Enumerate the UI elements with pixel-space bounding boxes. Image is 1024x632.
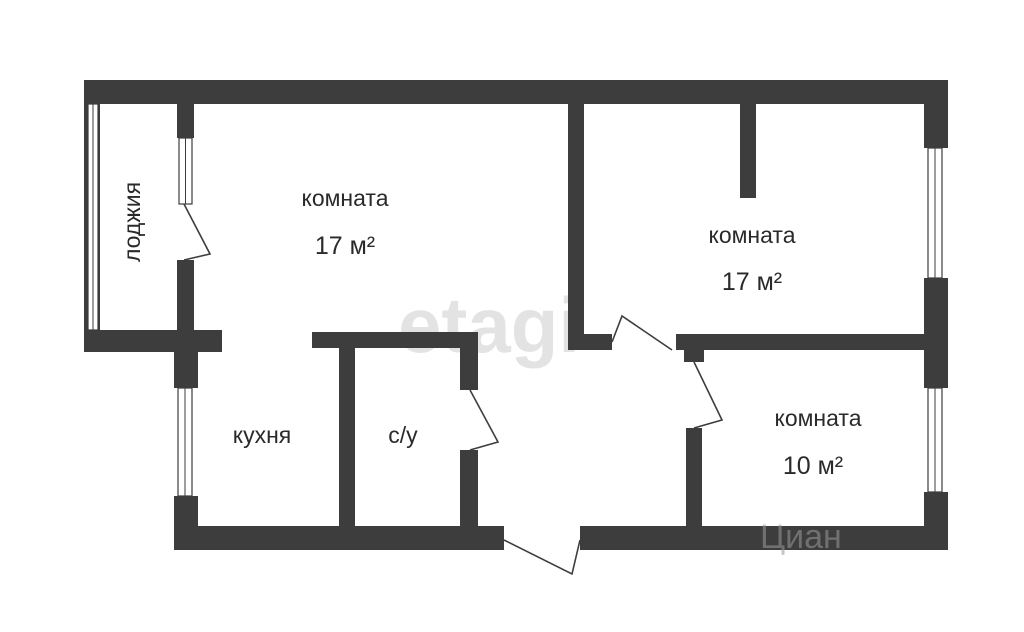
wall-right-1 [924, 80, 948, 148]
label-room-right-bottom-area: 10 м² [783, 452, 843, 480]
wall-kitchen-left-top [174, 352, 198, 388]
label-living-left-area: 17 м² [315, 232, 375, 260]
label-loggia: лоджия [119, 182, 145, 262]
door-entrance [503, 539, 581, 576]
wall-bath-right-bottom [460, 450, 478, 550]
wall-room-bottom-stub [194, 332, 222, 348]
label-room-right-top-name: комната [709, 222, 796, 248]
wall-right-rooms-divider [676, 334, 948, 350]
wall-kitchen-top [312, 332, 478, 348]
door-room-right-top [611, 314, 673, 351]
watermark-etagi: etagi [398, 281, 580, 369]
wall-loggia-divider-top [177, 104, 194, 138]
label-kitchen: кухня [233, 422, 291, 448]
wall-small-room-left [686, 428, 702, 550]
wall-kitchen-bath [339, 332, 355, 550]
wall-bottom-right [580, 526, 948, 550]
windows [87, 103, 943, 497]
door-room-right-bottom [693, 361, 724, 429]
wall-door-jamb [684, 334, 704, 362]
doors [183, 203, 724, 576]
watermark-cian: Циан [760, 518, 842, 556]
wall-partition-short [740, 104, 756, 198]
door-loggia [183, 203, 212, 261]
wall-center-stub [568, 334, 612, 350]
wall-right-3 [924, 492, 948, 550]
door-bathroom [469, 389, 500, 451]
label-bathroom: с/у [388, 422, 418, 448]
wall-bath-right-top [460, 332, 478, 390]
wall-top [84, 80, 948, 104]
label-room-right-bottom-name: комната [775, 405, 862, 431]
wall-right-2 [924, 278, 948, 388]
label-room-right-top-area: 17 м² [722, 268, 782, 296]
walls [84, 80, 948, 550]
labels: комната 17 м² комната 17 м² комната 10 м… [119, 182, 862, 480]
label-living-left-name: комната [302, 185, 389, 211]
wall-center-vertical [568, 104, 584, 350]
wall-loggia-divider-bottom [177, 260, 194, 352]
